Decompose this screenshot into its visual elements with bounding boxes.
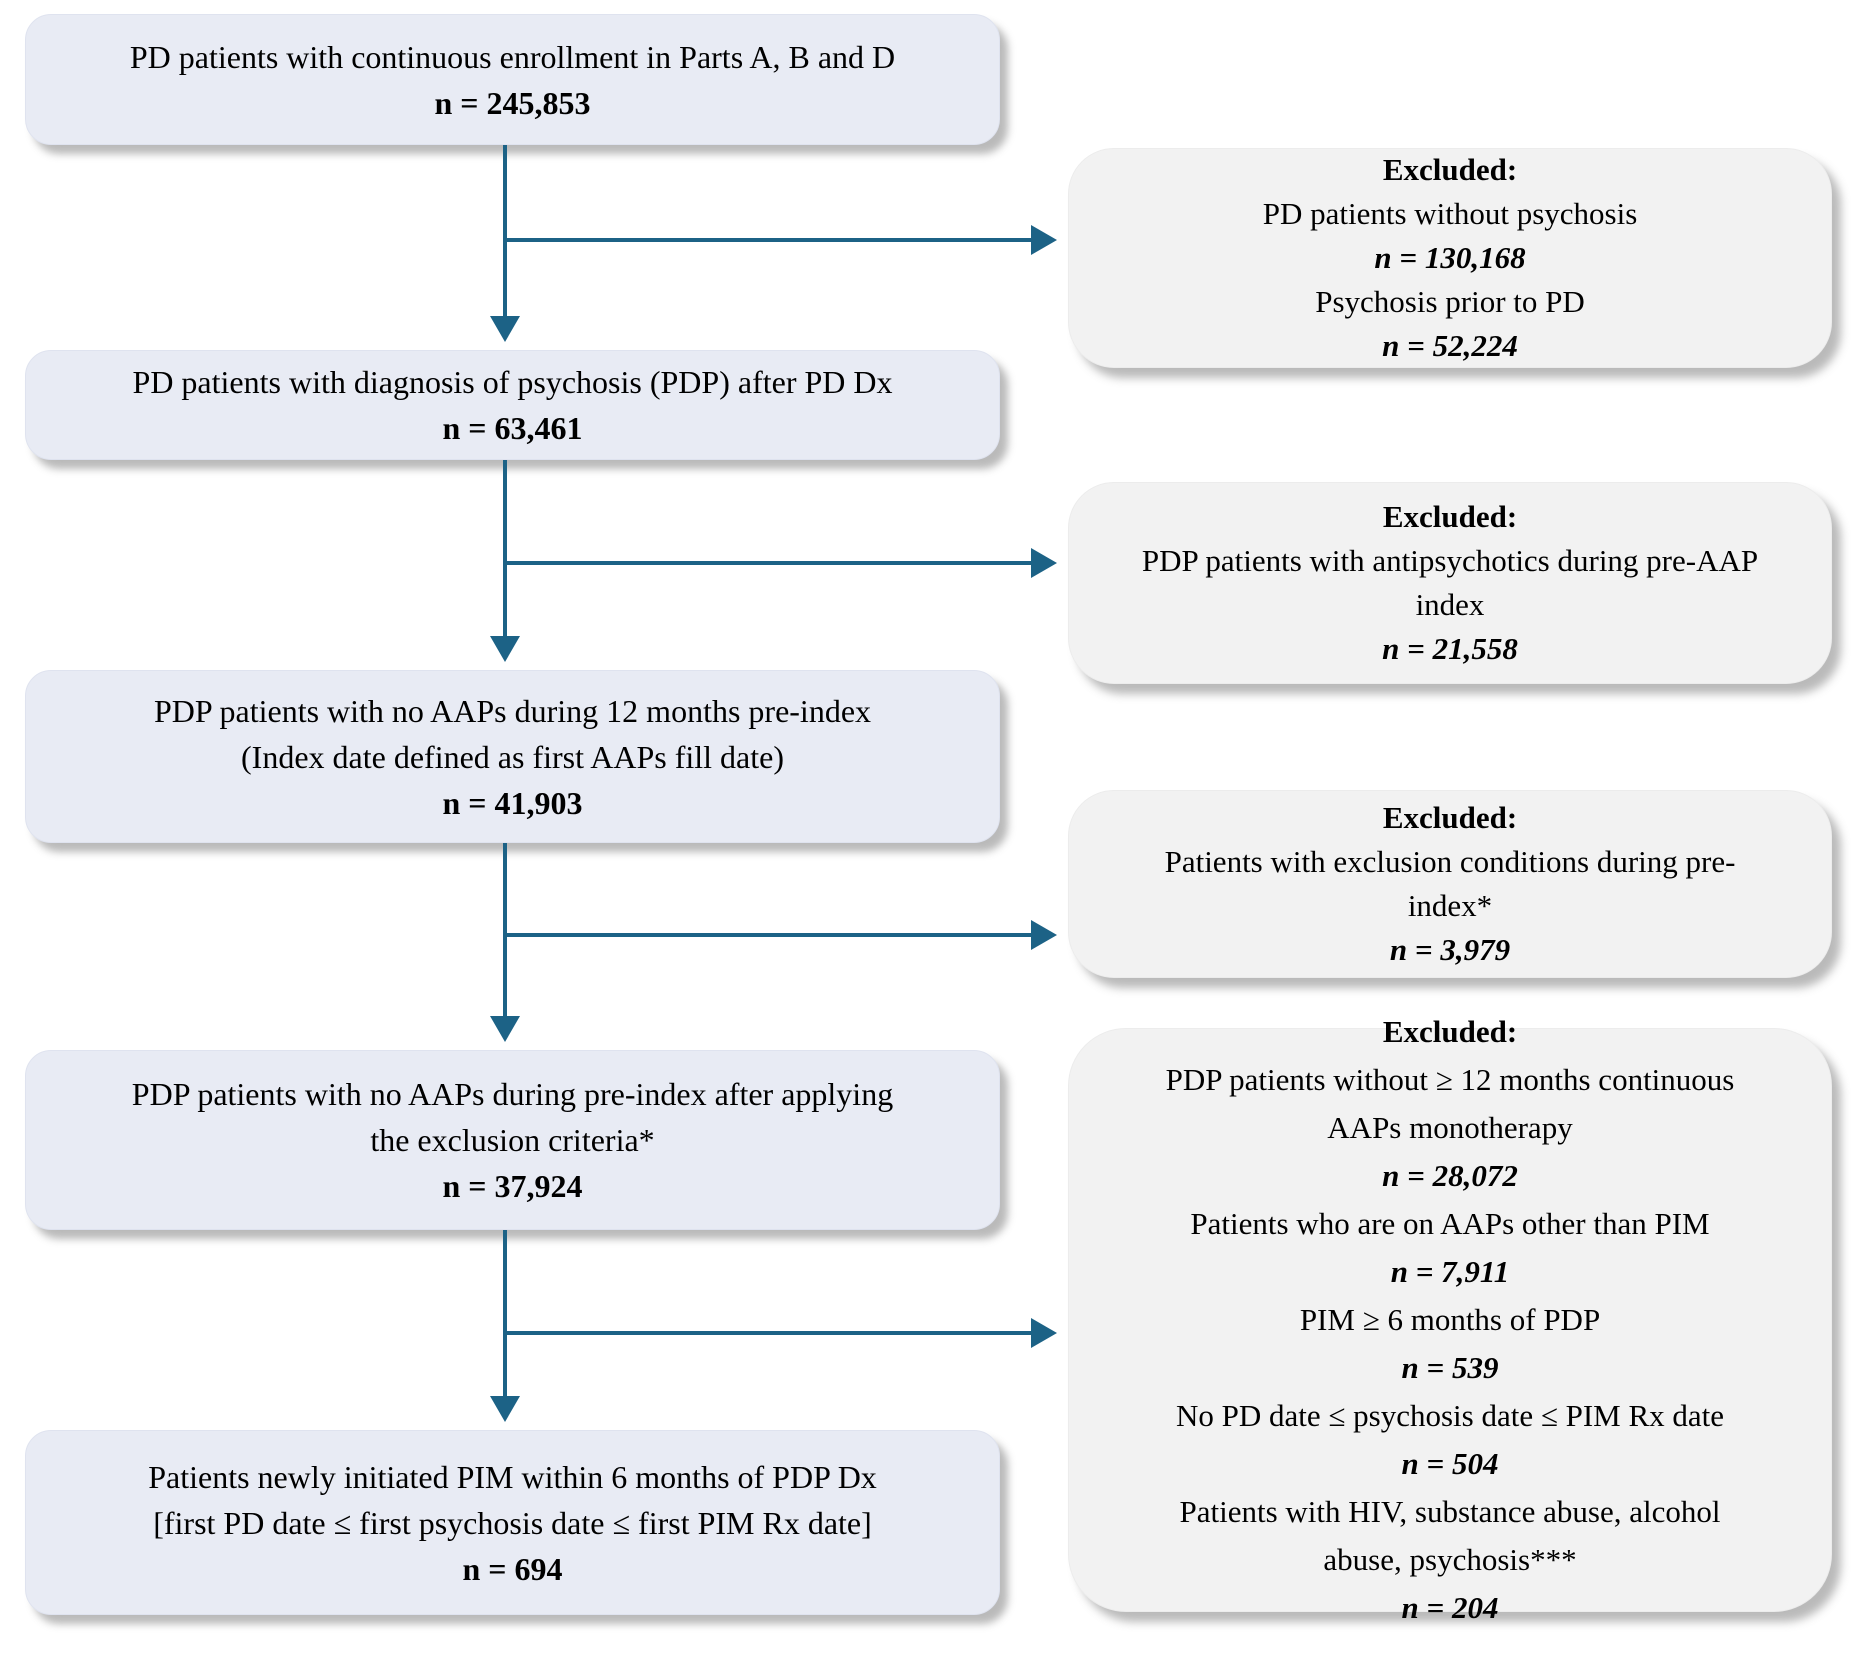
flow-box-text-line: PD patients with diagnosis of psychosis … [132,364,893,400]
exclusion-connector-line [505,933,1032,937]
excluded-reason-line: PDP patients without ≥ 12 months continu… [1165,1062,1735,1097]
excluded-n-value: n = 204 [1401,1590,1499,1625]
excluded-n-value: n = 539 [1401,1350,1499,1385]
flow-box-text-line: PDP patients with no AAPs during pre-ind… [131,1076,894,1112]
flow-box-after-exclusion: PDP patients with no AAPs during pre-ind… [25,1050,1000,1230]
excluded-n-value: n = 3,979 [1389,932,1511,967]
excluded-box-4: Excluded: PDP patients without ≥ 12 mont… [1068,1014,1832,1625]
excluded-box-3: Excluded: Patients with exclusion condit… [1068,790,1832,978]
excluded-reason-line: index [1415,587,1485,622]
flow-box-n-value: n = 694 [462,1550,563,1587]
flow-connector-line [503,1230,507,1397]
arrow-right-icon [1031,1318,1057,1348]
arrow-right-icon [1031,225,1057,255]
flow-box-text-line: PDP patients with no AAPs during 12 mont… [153,692,872,729]
flow-box-n-value: n = 41,903 [442,784,583,821]
arrow-down-icon [490,1016,520,1042]
arrow-down-icon [490,1396,520,1422]
excluded-title: Excluded: [1382,499,1518,534]
excluded-box-1: Excluded: PD patients without psychosis … [1068,148,1832,368]
flow-box-text-line: Patients newly initiated PIM within 6 mo… [148,1458,877,1495]
flow-box-final-cohort: Patients newly initiated PIM within 6 mo… [25,1430,1000,1615]
flow-connector-line [503,145,507,317]
excluded-reason-line: Psychosis prior to PD [1315,284,1585,319]
flow-connector-line [503,460,507,637]
excluded-reason-line: Patients with exclusion conditions durin… [1164,844,1736,879]
flow-box-text-line: (Index date defined as first AAPs fill d… [241,738,784,775]
flow-box-n-value: n = 37,924 [442,1168,583,1204]
excluded-reason-line: No PD date ≤ psychosis date ≤ PIM Rx dat… [1175,1398,1725,1433]
excluded-n-value: n = 52,224 [1382,328,1518,363]
exclusion-connector-line [505,1331,1032,1335]
arrow-right-icon [1031,548,1057,578]
excluded-box-2: Excluded: PDP patients with antipsychoti… [1068,482,1832,684]
excluded-reason-line: AAPs monotherapy [1327,1110,1573,1145]
arrow-right-icon [1031,920,1057,950]
excluded-reason-line: PIM ≥ 6 months of PDP [1299,1302,1601,1337]
exclusion-connector-line [505,238,1032,242]
flow-box-text-line: the exclusion criteria* [370,1122,655,1158]
flow-box-text-line: PD patients with continuous enrollment i… [129,38,896,75]
excluded-title: Excluded: [1382,152,1518,187]
excluded-reason-line: PD patients without psychosis [1262,196,1638,231]
excluded-n-value: n = 21,558 [1382,631,1518,666]
excluded-n-value: n = 130,168 [1374,240,1526,275]
flow-box-n-value: n = 63,461 [442,410,583,446]
arrow-down-icon [490,316,520,342]
excluded-reason-line: abuse, psychosis*** [1323,1542,1577,1577]
excluded-n-value: n = 28,072 [1382,1158,1518,1193]
excluded-reason-line: Patients with HIV, substance abuse, alco… [1179,1494,1721,1529]
excluded-reason-line: Patients who are on AAPs other than PIM [1190,1206,1710,1241]
excluded-reason-line: PDP patients with antipsychotics during … [1141,543,1759,578]
flow-box-text-line: [first PD date ≤ first psychosis date ≤ … [153,1504,872,1541]
flow-box-psychosis-dx: PD patients with diagnosis of psychosis … [25,350,1000,460]
excluded-title: Excluded: [1382,1014,1518,1049]
flow-box-no-aaps-12mo: PDP patients with no AAPs during 12 mont… [25,670,1000,843]
exclusion-connector-line [505,561,1032,565]
flow-box-n-value: n = 245,853 [434,84,591,121]
excluded-n-value: n = 504 [1401,1446,1499,1481]
flow-connector-line [503,843,507,1017]
arrow-down-icon [490,636,520,662]
excluded-reason-line: index* [1407,888,1493,923]
excluded-n-value: n = 7,911 [1390,1254,1510,1289]
flow-box-enrollment: PD patients with continuous enrollment i… [25,14,1000,145]
excluded-title: Excluded: [1382,800,1518,835]
